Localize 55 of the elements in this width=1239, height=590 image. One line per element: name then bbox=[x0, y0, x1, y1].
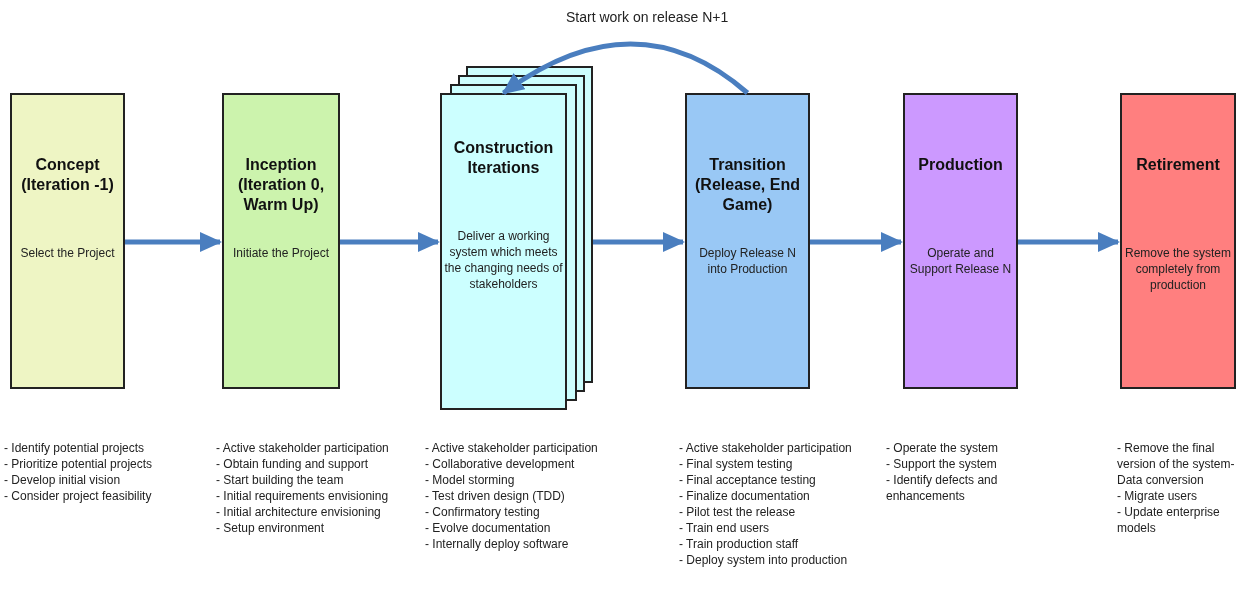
activity-item: - Model storming bbox=[425, 472, 516, 488]
arrow bbox=[340, 232, 440, 252]
activity-item: - Start building the team bbox=[216, 472, 345, 488]
phase-box bbox=[1120, 93, 1236, 389]
activity-item: - Finalize documentation bbox=[679, 488, 811, 504]
activity-item: - Final acceptance testing bbox=[679, 472, 817, 488]
activity-item: - Develop initial vision bbox=[4, 472, 122, 488]
activity-item: - Support the system bbox=[886, 456, 998, 472]
curved-arrow bbox=[501, 41, 750, 96]
phase-title: Concept (Iteration -1) bbox=[20, 155, 115, 195]
activity-item: - Consider project feasibility bbox=[4, 488, 153, 504]
phase-description: Remove the system completely from production bbox=[1124, 245, 1232, 293]
activity-item: - Remove the final version of the system- Data conversion bbox=[1117, 440, 1236, 488]
phase-title: Retirement bbox=[1136, 155, 1220, 175]
phase-box bbox=[222, 93, 340, 389]
activity-item: - Deploy system into production bbox=[679, 552, 849, 568]
activity-item: - Train end users bbox=[679, 520, 771, 536]
arrow bbox=[810, 232, 903, 252]
activity-item: - Initial architecture envisioning bbox=[216, 504, 382, 520]
phase-description: Deliver a working system which meets the changing needs of stakeholders bbox=[444, 228, 563, 292]
phase-box bbox=[685, 93, 810, 389]
activity-item: - Train production staff bbox=[679, 536, 800, 552]
activity-item: - Operate the system bbox=[886, 440, 1000, 456]
phase-description: Operate and Support Release N bbox=[908, 245, 1013, 277]
activity-item: - Identify potential projects bbox=[4, 440, 146, 456]
phase-box bbox=[10, 93, 125, 389]
phase-title: Transition (Release, End Game) bbox=[694, 155, 801, 215]
activity-item: - Setup environment bbox=[216, 520, 326, 536]
arrow bbox=[1018, 232, 1120, 252]
phase-title: Inception (Iteration 0, Warm Up) bbox=[236, 155, 326, 215]
activity-item: - Initial requirements envisioning bbox=[216, 488, 390, 504]
phase-box bbox=[903, 93, 1018, 389]
activity-item: - Obtain funding and support bbox=[216, 456, 370, 472]
phase-title: Construction Iterations bbox=[452, 138, 555, 178]
activity-item: - Collaborative development bbox=[425, 456, 576, 472]
phase-title: Production bbox=[918, 155, 1003, 175]
activity-item: - Final system testing bbox=[679, 456, 794, 472]
activity-item: - Migrate users bbox=[1117, 488, 1199, 504]
phase-description: Deploy Release N into Production bbox=[698, 245, 797, 277]
activity-item: - Pilot test the release bbox=[679, 504, 797, 520]
activity-item: - Confirmatory testing bbox=[425, 504, 541, 520]
arrow bbox=[125, 232, 222, 252]
activity-item: - Identify defects and enhancements bbox=[886, 472, 999, 504]
stacked-phase-box bbox=[440, 66, 593, 410]
activity-item: - Active stakeholder participation bbox=[679, 440, 853, 456]
arrow bbox=[593, 232, 685, 252]
activity-item: - Active stakeholder participation bbox=[216, 440, 390, 456]
phase-description: Initiate the Project bbox=[231, 245, 331, 261]
activity-item: - Test driven design (TDD) bbox=[425, 488, 566, 504]
activity-item: - Update enterprise models bbox=[1117, 504, 1221, 536]
activity-item: - Active stakeholder participation bbox=[425, 440, 599, 456]
activity-item: - Prioritize potential projects bbox=[4, 456, 154, 472]
phase-description: Select the Project bbox=[19, 245, 116, 261]
activity-item: - Internally deploy software bbox=[425, 536, 570, 552]
activity-item: - Evolve documentation bbox=[425, 520, 552, 536]
